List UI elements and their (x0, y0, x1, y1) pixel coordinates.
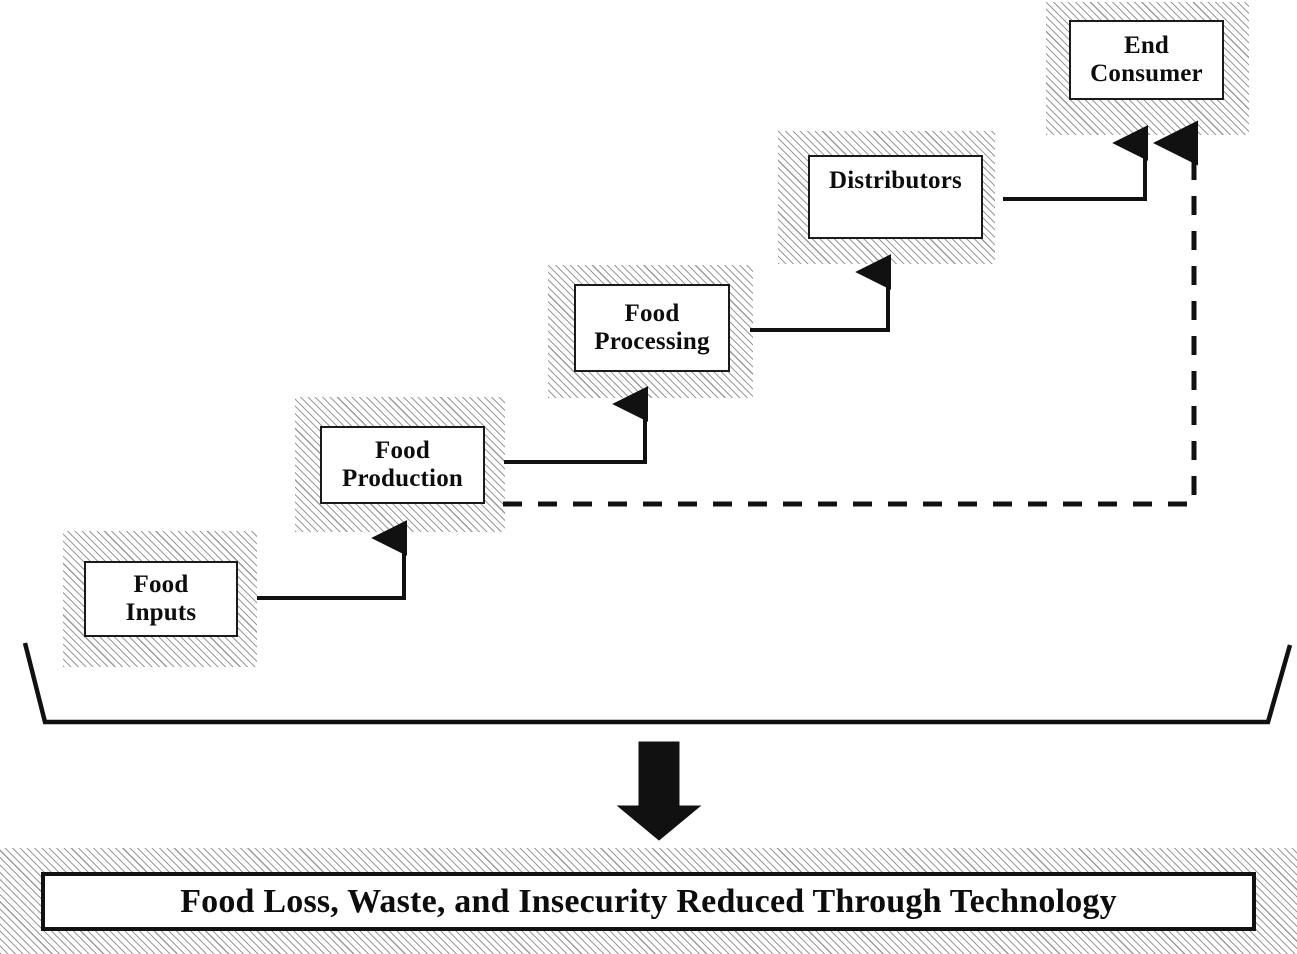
outcome-banner-label: Food Loss, Waste, and Insecurity Reduced… (180, 882, 1117, 920)
node-food-inputs[interactable]: Food Inputs (84, 561, 238, 637)
connector-processing-to-distributors (750, 254, 892, 332)
node-distributors-label: Distributors (829, 167, 962, 194)
connector-inputs-to-production (257, 520, 408, 600)
node-food-inputs-label: Food Inputs (125, 571, 197, 626)
node-food-production[interactable]: Food Production (320, 426, 485, 504)
node-food-production-label: Food Production (342, 437, 463, 492)
outcome-arrow-icon (616, 741, 702, 841)
outcome-banner: Food Loss, Waste, and Insecurity Reduced… (41, 872, 1256, 931)
node-end-consumer[interactable]: End Consumer (1069, 20, 1224, 100)
node-food-processing-label: Food Processing (594, 300, 710, 355)
node-food-processing[interactable]: Food Processing (574, 284, 730, 372)
connector-distributors-to-consumer (1003, 125, 1149, 201)
node-end-consumer-label: End Consumer (1090, 32, 1203, 87)
node-distributors[interactable]: Distributors (808, 155, 983, 239)
connector-production-to-processing (504, 386, 649, 464)
